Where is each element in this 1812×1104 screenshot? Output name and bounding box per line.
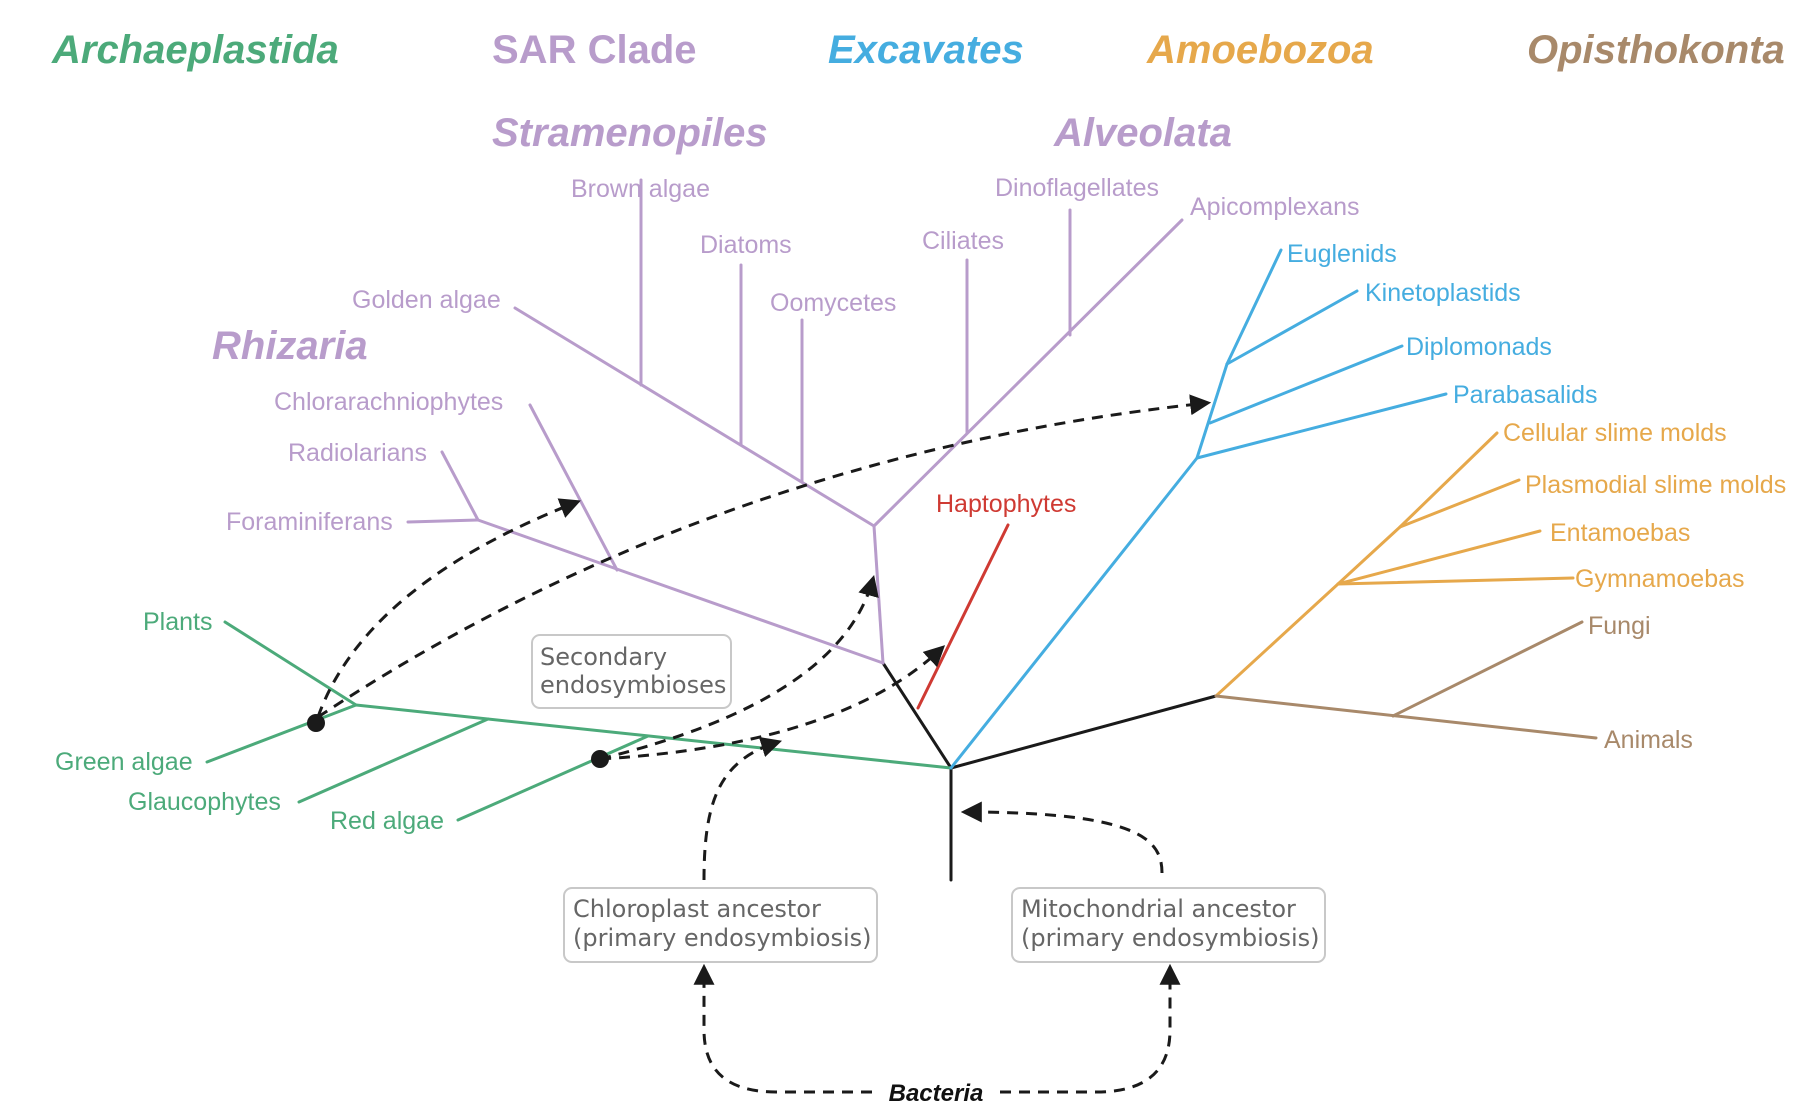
arrow-red-to-sar — [599, 574, 879, 761]
archaeplastida-branches — [205, 620, 953, 822]
bacteria-label: Bacteria — [889, 1080, 984, 1104]
taxon-glaucophytes: Glaucophytes — [128, 788, 281, 816]
taxon-parabasalids: Parabasalids — [1453, 381, 1598, 409]
group-label-archaeplastida: Archaeplastida — [51, 28, 339, 72]
arrow-green-to-rhizaria — [316, 498, 581, 718]
excavates-branches — [949, 248, 1448, 770]
taxon-entamoebas: Entamoebas — [1550, 519, 1690, 547]
taxon-animals: Animals — [1604, 726, 1693, 754]
archaeplastida-taxon-labels: Plants Green algae Glaucophytes Red alga… — [55, 608, 444, 835]
excavates-taxon-labels: Euglenids Kinetoplastids Diplomonads Par… — [1287, 240, 1598, 409]
amoebozoa-taxon-labels: Cellular slime molds Plasmodial slime mo… — [1503, 419, 1786, 593]
sar-branches — [406, 178, 1184, 665]
endosymbiosis-origin-green — [307, 714, 325, 732]
subgroup-label-alveolata: Alveolata — [1053, 111, 1232, 155]
taxon-fungi: Fungi — [1588, 612, 1651, 640]
taxon-apicomplexans: Apicomplexans — [1190, 193, 1360, 221]
group-label-amoebozoa: Amoebozoa — [1146, 28, 1374, 72]
arrow-red-to-haptophytes — [599, 645, 946, 761]
taxon-chlorarachniophytes: Chlorarachniophytes — [274, 388, 503, 416]
subgroup-label-stramenopiles: Stramenopiles — [492, 111, 768, 155]
opisthokonta-branches — [1214, 620, 1598, 740]
box-chloroplast-ancestor — [563, 887, 878, 963]
amoebozoa-branches — [1214, 431, 1575, 698]
haptophytes-branch — [916, 523, 1010, 710]
arrow-green-to-excavates — [317, 394, 1212, 719]
sar-taxon-labels: Brown algae Diatoms Oomycetes Golden alg… — [226, 174, 1360, 536]
arrow-mitochondria-to-root — [960, 801, 1164, 874]
taxon-diplomonads: Diplomonads — [1406, 333, 1552, 361]
taxon-brown-algae: Brown algae — [571, 175, 710, 203]
taxon-diatoms: Diatoms — [700, 231, 792, 259]
taxon-oomycetes: Oomycetes — [770, 289, 896, 317]
taxon-ciliates: Ciliates — [922, 227, 1004, 255]
arrow-bacteria-to-mitochondria — [1000, 963, 1181, 1094]
taxon-gymnamoebas: Gymnamoebas — [1575, 565, 1745, 593]
taxon-euglenids: Euglenids — [1287, 240, 1397, 268]
opisthokonta-taxon-labels: Fungi Animals — [1588, 612, 1693, 754]
taxon-red-algae: Red algae — [330, 807, 444, 835]
taxon-haptophytes: Haptophytes — [936, 490, 1076, 518]
group-label-sar: SAR Clade — [492, 28, 697, 72]
box-secondary-endosymbioses — [531, 634, 732, 709]
taxon-golden-algae: Golden algae — [352, 286, 501, 314]
taxon-cellular-slime-molds: Cellular slime molds — [1503, 419, 1727, 447]
root-branches — [881, 661, 1218, 882]
box-mitochondrial-ancestor — [1011, 887, 1326, 963]
box-secondary-line2: endosymbioses — [540, 671, 726, 699]
taxon-foraminiferans: Foraminiferans — [226, 508, 393, 536]
box-mitochondrial-line2: (primary endosymbiosis) — [1021, 924, 1320, 952]
taxon-kinetoplastids: Kinetoplastids — [1365, 279, 1521, 307]
box-mitochondrial-line1: Mitochondrial ancestor — [1021, 895, 1296, 923]
taxon-plasmodial-slime-molds: Plasmodial slime molds — [1525, 471, 1786, 499]
taxon-plants: Plants — [143, 608, 212, 636]
taxon-green-algae: Green algae — [55, 748, 193, 776]
group-label-excavates: Excavates — [828, 28, 1024, 72]
taxon-dinoflagellates: Dinoflagellates — [995, 174, 1159, 202]
group-label-opisthokonta: Opisthokonta — [1527, 28, 1785, 72]
box-chloroplast-line2: (primary endosymbiosis) — [573, 924, 872, 952]
endosymbiosis-origin-red — [591, 750, 609, 768]
endosymbiosis-arrows — [316, 394, 1212, 1094]
arrow-chloroplast-to-plastids — [702, 736, 783, 881]
box-chloroplast-line1: Chloroplast ancestor — [573, 895, 821, 923]
taxon-radiolarians: Radiolarians — [288, 439, 427, 467]
box-secondary-line1: Secondary — [540, 643, 667, 671]
arrow-bacteria-to-chloroplast — [693, 963, 872, 1094]
subgroup-label-rhizaria: Rhizaria — [212, 324, 368, 368]
